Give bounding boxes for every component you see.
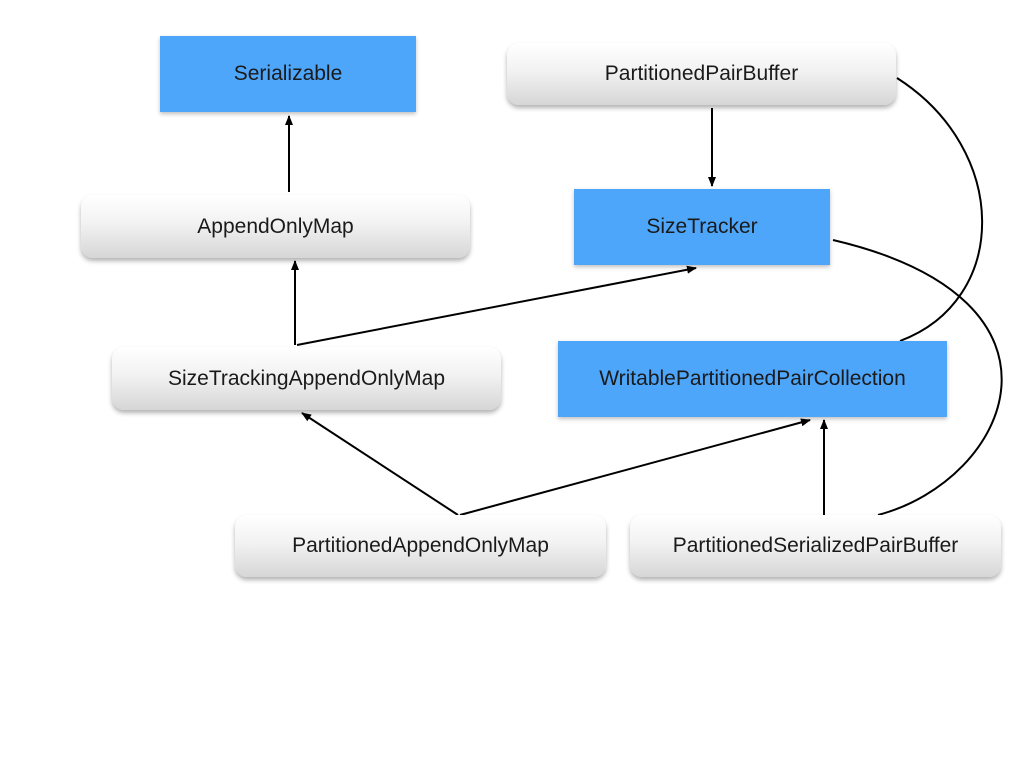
node-writable-partitioned-pair-collection: WritablePartitionedPairCollection [558,341,947,417]
node-size-tracking-append-only-map: SizeTrackingAppendOnlyMap [112,347,501,410]
edge-partitionedaom-to-sizetrackingaom [301,412,459,516]
node-partitioned-append-only-map: PartitionedAppendOnlyMap [235,515,606,577]
node-label: PartitionedSerializedPairBuffer [672,534,959,557]
node-label: WritablePartitionedPairCollection [599,367,906,390]
node-append-only-map: AppendOnlyMap [81,195,470,258]
node-label: Serializable [233,62,343,85]
node-label: AppendOnlyMap [197,214,354,238]
node-partitioned-pair-buffer: PartitionedPairBuffer [507,43,896,105]
node-label: PartitionedPairBuffer [604,62,799,85]
node-serializable: Serializable [160,36,416,112]
node-label: SizeTrackingAppendOnlyMap [167,366,446,390]
edge-sizetracker-to-pspb-curve [832,239,1003,516]
node-size-tracker: SizeTracker [574,189,830,265]
node-label: SizeTracker [646,215,758,238]
node-partitioned-serialized-pair-buffer: PartitionedSerializedPairBuffer [630,515,1001,577]
edge-partitionedaom-to-wppc [459,418,811,516]
edge-sizetrackingaom-to-sizetracker [296,265,697,346]
node-label: PartitionedAppendOnlyMap [292,534,549,557]
edge-partitionedpairbuffer-to-wppc-curve [896,77,983,342]
